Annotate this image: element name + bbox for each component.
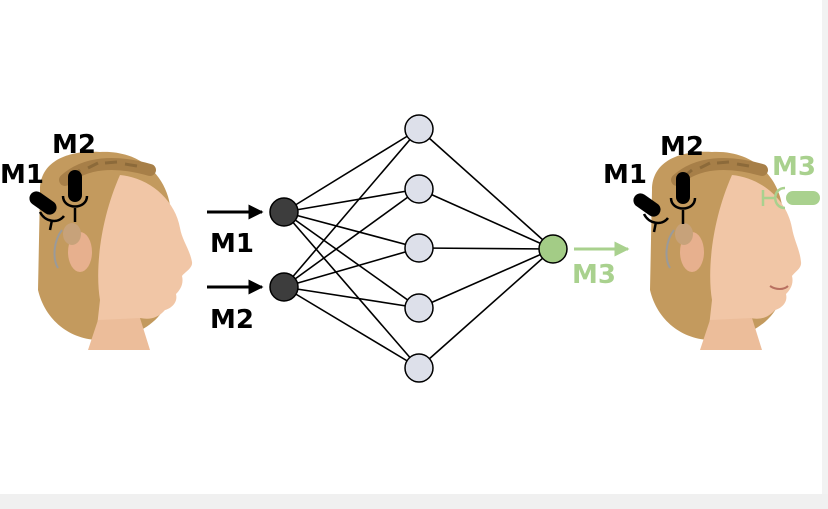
hidden-node-1 — [404, 114, 434, 144]
bottom-strip — [0, 494, 828, 509]
edge-input2-hidden5 — [283, 286, 420, 369]
left-mic1-icon — [29, 191, 65, 231]
output-label: M3 — [572, 260, 616, 290]
edge-input1-hidden4 — [283, 211, 420, 309]
input2-label: M2 — [210, 305, 254, 335]
virtual-mic-label: M3 — [772, 152, 816, 182]
left-mic1-label: M1 — [0, 160, 44, 190]
right-mic2-icon — [669, 172, 697, 224]
hidden-node-4 — [404, 293, 434, 323]
output-node — [538, 234, 568, 264]
edge-input1-hidden5 — [283, 211, 420, 369]
edge-input1-hidden1 — [283, 128, 420, 213]
right-mic1-label: M1 — [603, 160, 647, 190]
edge-input1-hidden2 — [283, 188, 420, 213]
edge-input2-hidden3 — [283, 247, 420, 288]
edge-input2-hidden2 — [283, 188, 420, 288]
right-mic2-label: M2 — [660, 132, 704, 162]
network-edges — [283, 128, 554, 369]
input-node-1 — [269, 197, 299, 227]
edge-input2-hidden1 — [283, 128, 420, 288]
input1-label: M1 — [210, 229, 254, 259]
edge-input2-hidden4 — [283, 286, 420, 309]
edge-hidden2-output — [418, 188, 554, 250]
left-mic2-icon — [61, 170, 89, 222]
hidden-node-5 — [404, 353, 434, 383]
right-mic1-icon — [633, 193, 669, 233]
input-node-2 — [269, 272, 299, 302]
edge-hidden4-output — [418, 248, 554, 309]
edge-input1-hidden3 — [283, 211, 420, 249]
edge-hidden1-output — [418, 128, 554, 250]
left-head-illustration — [38, 151, 193, 350]
virtual-mic-icon — [761, 186, 820, 210]
hidden-node-3 — [404, 233, 434, 263]
left-mic2-label: M2 — [52, 130, 96, 160]
hidden-node-2 — [404, 174, 434, 204]
edge-hidden3-output — [418, 247, 554, 250]
edge-hidden5-output — [418, 248, 554, 369]
